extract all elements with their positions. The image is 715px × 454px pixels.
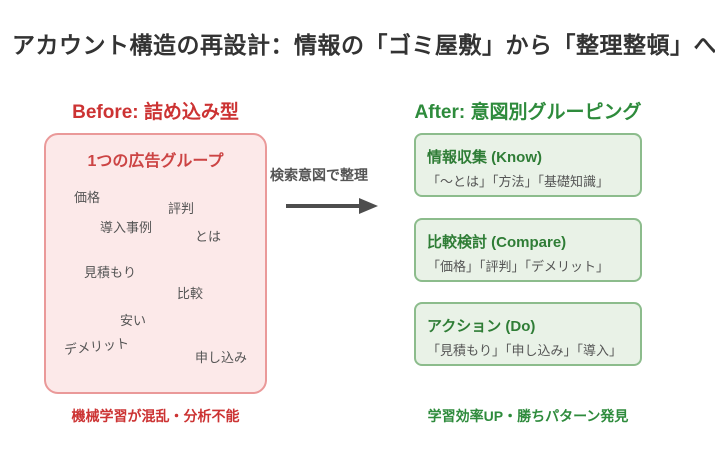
keyword-reputation: 評判 — [168, 201, 195, 216]
group-card-do: アクション (Do) 「見積もり」「申し込み」「導入」 — [414, 302, 642, 366]
after-heading: After: 意図別グルーピング — [414, 102, 642, 123]
keyword-what-is: とは — [195, 229, 222, 244]
right-arrow-icon — [286, 198, 378, 214]
group-title-do: アクション (Do) — [427, 318, 536, 335]
transform-label: 検索意図で整理 — [270, 167, 368, 183]
before-ad-group-box: 1つの広告グループ 価格 評判 導入事例 とは 見積もり 比較 安い デメリット… — [44, 133, 267, 394]
group-keywords-compare: 「価格」「評判」「デメリット」 — [427, 259, 610, 274]
before-box-title: 1つの広告グループ — [87, 153, 224, 170]
keyword-price: 価格 — [74, 190, 101, 205]
before-caption: 機械学習が混乱・分析不能 — [71, 408, 240, 424]
group-keywords-do: 「見積もり」「申し込み」「導入」 — [427, 343, 623, 358]
arrow-head — [359, 198, 378, 214]
keyword-comparison: 比較 — [177, 286, 204, 301]
keyword-case-study: 導入事例 — [100, 220, 153, 235]
group-title-compare: 比較検討 (Compare) — [427, 234, 567, 251]
arrow-shaft — [286, 204, 360, 208]
keyword-signup: 申し込み — [195, 350, 248, 365]
group-card-compare: 比較検討 (Compare) 「価格」「評判」「デメリット」 — [414, 218, 642, 282]
keyword-demerit: デメリット — [63, 335, 130, 358]
before-heading: Before: 詰め込み型 — [72, 102, 239, 123]
group-title-know: 情報収集 (Know) — [427, 149, 542, 166]
transform-step: 検索意図で整理 — [270, 165, 382, 214]
after-caption: 学習効率UP・勝ちパターン発見 — [427, 408, 629, 424]
keyword-cheap: 安い — [120, 313, 147, 328]
page-title: アカウント構造の再設計：情報の「ゴミ屋敷」から「整理整頓」へ — [12, 32, 715, 58]
group-keywords-know: 「〜とは」「方法」「基礎知識」 — [427, 174, 610, 189]
keyword-quote: 見積もり — [84, 265, 137, 280]
group-card-know: 情報収集 (Know) 「〜とは」「方法」「基礎知識」 — [414, 133, 642, 197]
